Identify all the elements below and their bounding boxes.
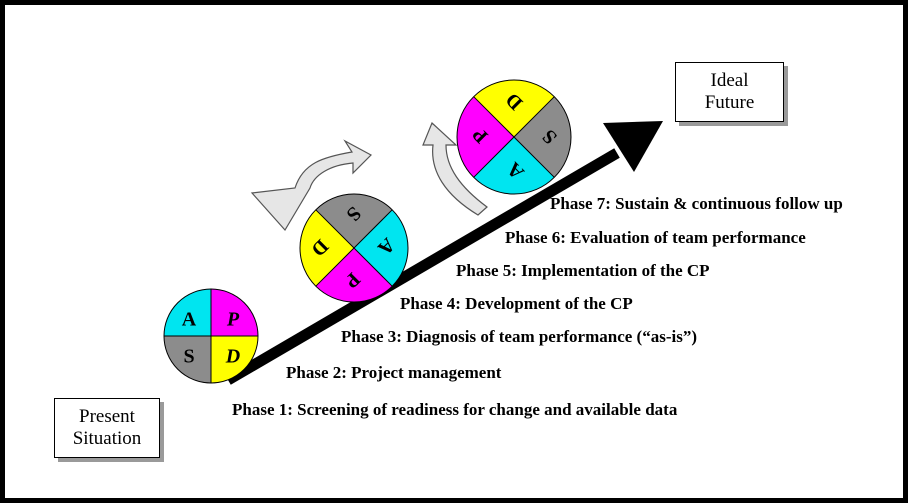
cycle1-quadrant-study	[164, 336, 211, 383]
phase-6-label: Phase 6: Evaluation of team performance	[505, 228, 806, 247]
cycle3-quadrant-do	[473, 80, 555, 137]
cycle3-quadrant-act	[473, 137, 555, 194]
phase-3-label: Phase 3: Diagnosis of team performance (…	[341, 327, 697, 346]
phase-4-label: Phase 4: Development of the CP	[400, 294, 633, 313]
present-situation-box: Present Situation	[54, 398, 160, 458]
cycle1-quadrant-do	[211, 336, 258, 383]
cycle2-quadrant-plan	[315, 248, 393, 302]
cycle1-letter-s: S	[183, 346, 194, 368]
cycle1-letter-p: P	[226, 309, 240, 331]
progress-arrow	[225, 121, 663, 385]
cycle3-quadrant-plan	[457, 96, 514, 178]
ideal-future-box: Ideal Future	[675, 62, 784, 122]
phase-7-label: Phase 7: Sustain & continuous follow up	[550, 194, 843, 213]
ideal-future-line2: Future	[704, 92, 755, 113]
curved-arrow-right	[422, 121, 488, 216]
curved-arrow-left	[250, 139, 372, 232]
cycle2-quadrant-study	[315, 194, 393, 248]
ideal-future-line1: Ideal	[710, 70, 749, 91]
phase-5-label: Phase 5: Implementation of the CP	[456, 261, 710, 280]
phase-2-label: Phase 2: Project management	[286, 363, 502, 382]
pdsa-cycle-2: A P S D	[299, 193, 409, 303]
present-situation-line2: Situation	[72, 428, 142, 449]
pdsa-cycle-1: A P S D	[163, 288, 259, 384]
diagram-canvas: A P S D A P S D A	[163, 79, 663, 385]
cycle1-letter-d: D	[225, 346, 240, 368]
cycle1-letter-a: A	[182, 309, 197, 331]
pdsa-cycle-3: A P S D	[456, 79, 572, 195]
cycle1-quadrant-act	[164, 289, 211, 336]
cycle1-quadrant-plan	[211, 289, 258, 336]
cycle2-quadrant-act	[354, 209, 408, 287]
cycle2-quadrant-do	[300, 209, 354, 287]
phase-1-label: Phase 1: Screening of readiness for chan…	[232, 400, 678, 419]
cycle3-quadrant-study	[514, 96, 571, 178]
present-situation-line1: Present	[79, 406, 135, 427]
